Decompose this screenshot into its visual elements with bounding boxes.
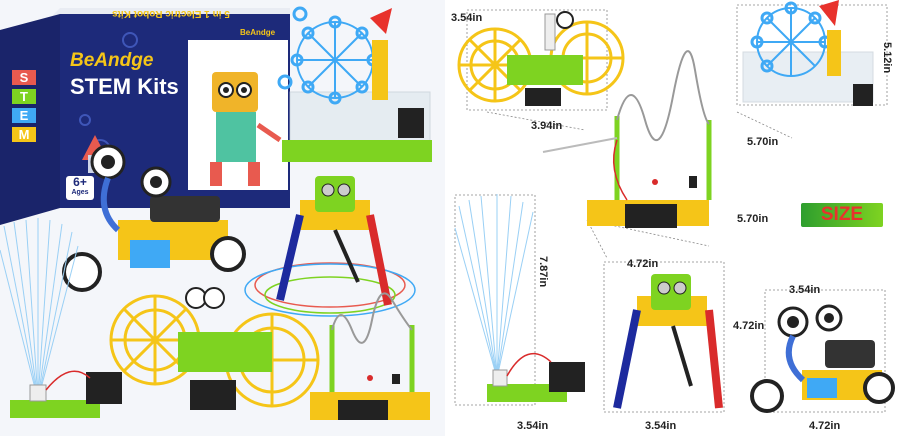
side-letter-t: T [12, 89, 36, 104]
drawing-robot-width: 3.54in [645, 420, 677, 432]
box-side-letters: S T E M [12, 70, 36, 142]
size-chart-illustration [454, 0, 895, 413]
side-letter-s: S [12, 70, 36, 85]
side-letter-m: M [12, 127, 36, 142]
wire-game-width: 4.72in [627, 258, 659, 270]
age-value: 6+ [73, 175, 87, 189]
box-title: STEM Kits [70, 74, 179, 99]
kits-illustration [0, 0, 447, 436]
box-brand: BeAndge [70, 50, 154, 71]
lid-text: 5 in 1 Electric Robot Kits [112, 8, 230, 19]
wheel-robot-height: 3.54in [451, 12, 483, 24]
fiber-lamp-height: 7.87in [537, 256, 549, 288]
bubble-machine-height: 5.12in [881, 42, 893, 74]
side-letter-e: E [12, 108, 36, 123]
drawing-robot-height: 4.72in [733, 320, 765, 332]
size-chart-panel: SIZE 3.54in 3.94in 5.12in 5.70in 5.70in … [447, 0, 900, 436]
lid-brand: BeAndge [240, 28, 276, 37]
age-label: Ages [71, 189, 89, 196]
bubble-machine-width: 5.70in [747, 136, 779, 148]
size-badge: SIZE [801, 203, 883, 227]
age-badge: 6+ Ages [66, 176, 94, 200]
wire-game-height: 5.70in [737, 213, 769, 225]
eye-robot-height: 3.54in [789, 284, 821, 296]
fiber-lamp-width: 3.54in [517, 420, 549, 432]
eye-robot-width: 4.72in [809, 420, 841, 432]
product-photo-panel: BeAndge STEM Kits S T E M 6+ Ages BeAndg… [0, 0, 447, 436]
wheel-robot-width: 3.94in [531, 120, 563, 132]
